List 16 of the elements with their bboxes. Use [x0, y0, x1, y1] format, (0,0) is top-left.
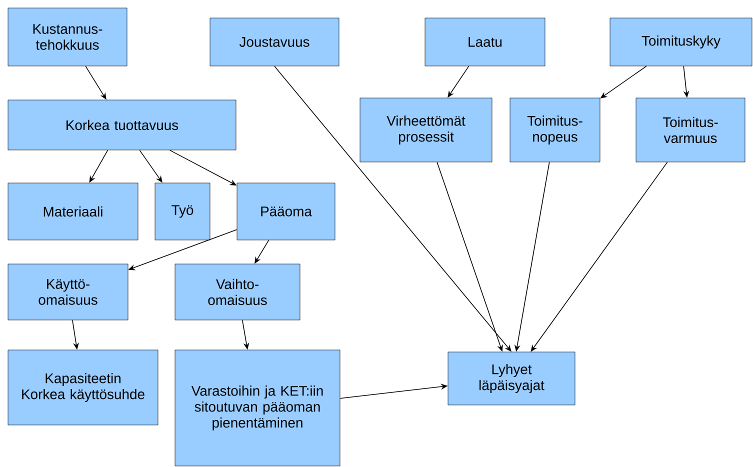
process-box: Työ: [154, 182, 210, 240]
process-box: Varastoihin ja KET:iin sitoutuvan pääoman pienentäminen: [174, 350, 340, 466]
process-box: Materiaali: [8, 182, 138, 240]
process-box: Toimituskyky: [610, 18, 752, 66]
process-box: Virheettömät prosessit: [360, 98, 492, 162]
process-box: Laatu: [424, 18, 546, 66]
process-box: Toimitus- nopeus: [510, 98, 600, 162]
process-box: Kapasiteetin Korkea käyttösuhde: [8, 350, 158, 426]
process-box: Vaihto- omaisuus: [174, 264, 300, 320]
process-box: Joustavuus: [210, 18, 340, 66]
process-box: Korkea tuottavuus: [8, 100, 236, 150]
process-box: Toimitus- varmuus: [636, 98, 746, 162]
process-box: Kustannus- tehokkuus: [8, 8, 128, 66]
process-box: Lyhyet läpäisyajat: [448, 352, 576, 406]
process-box: Käyttö- omaisuus: [8, 264, 128, 320]
process-box: Pääoma: [236, 182, 336, 240]
